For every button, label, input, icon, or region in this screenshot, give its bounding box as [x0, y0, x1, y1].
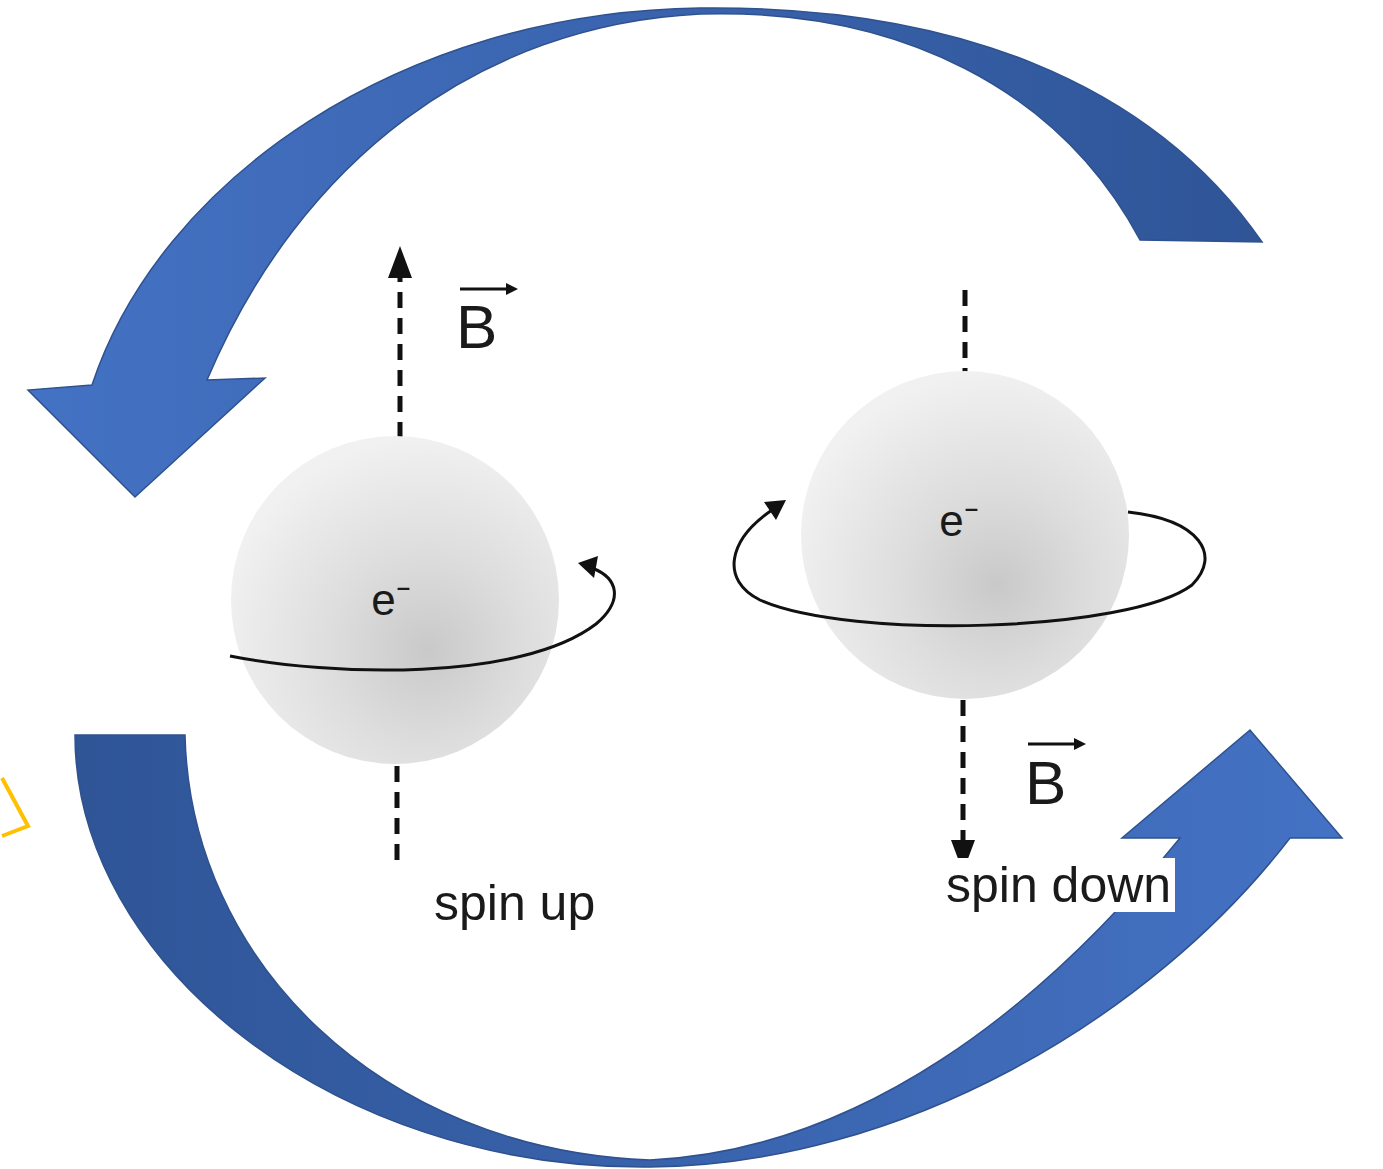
rotation-arrow	[230, 568, 614, 670]
state-label: spin down	[942, 858, 1175, 912]
field-axis	[395, 766, 400, 862]
electron-symbol: e⁻	[371, 578, 410, 622]
field-axis	[963, 290, 968, 380]
vector-arrowhead	[1074, 738, 1086, 750]
yellow-fragment	[2, 778, 28, 836]
rotation-arrowhead	[578, 556, 598, 578]
state-label: spin up	[430, 876, 599, 930]
electron-sphere: e⁻	[231, 436, 559, 764]
electron-sphere: e⁻	[801, 371, 1129, 699]
rotation-arrowhead	[764, 500, 786, 520]
vector-arrowhead	[506, 283, 518, 295]
field-symbol: B	[1025, 752, 1066, 814]
cycle-arrow-top	[28, 8, 1262, 497]
vector-arrow	[1028, 743, 1076, 746]
field-arrowhead	[388, 246, 412, 278]
sphere	[801, 371, 1129, 699]
field-axis	[961, 700, 966, 840]
electron-symbol: e⁻	[939, 499, 978, 543]
cycle-arrow-bottom	[75, 730, 1342, 1167]
vector-arrow	[460, 288, 508, 291]
field-axis	[398, 276, 403, 438]
field-symbol: B	[456, 296, 497, 358]
sphere	[231, 436, 559, 764]
